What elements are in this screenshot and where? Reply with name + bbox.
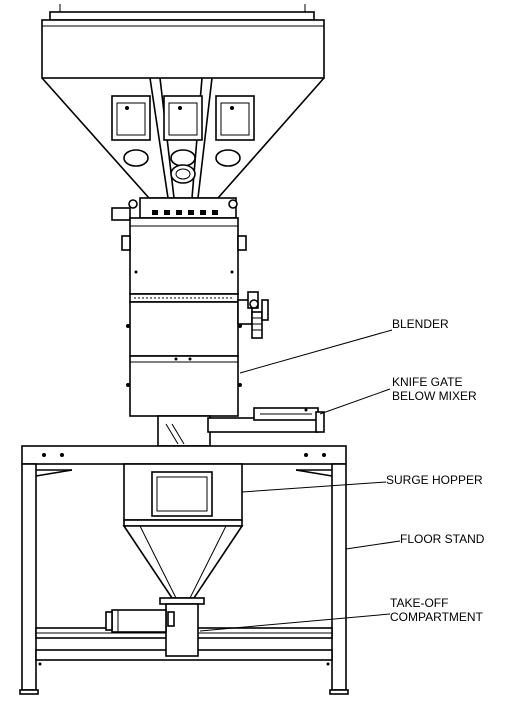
surge-hopper xyxy=(124,464,242,598)
label-knife-gate-line2: BELOW MIXER xyxy=(392,390,477,403)
label-surge-hopper: SURGE HOPPER xyxy=(386,474,483,487)
label-take-off-line1: TAKE-OFF xyxy=(390,597,448,610)
label-blender: BLENDER xyxy=(392,318,449,331)
label-take-off-line2: COMPARTMENT xyxy=(390,611,483,624)
label-knife-gate-line1: KNIFE GATE xyxy=(392,376,462,389)
take-off-compartment xyxy=(106,598,204,656)
blender xyxy=(112,198,268,416)
supply-hopper xyxy=(42,4,324,198)
label-floor-stand: FLOOR STAND xyxy=(400,533,484,546)
